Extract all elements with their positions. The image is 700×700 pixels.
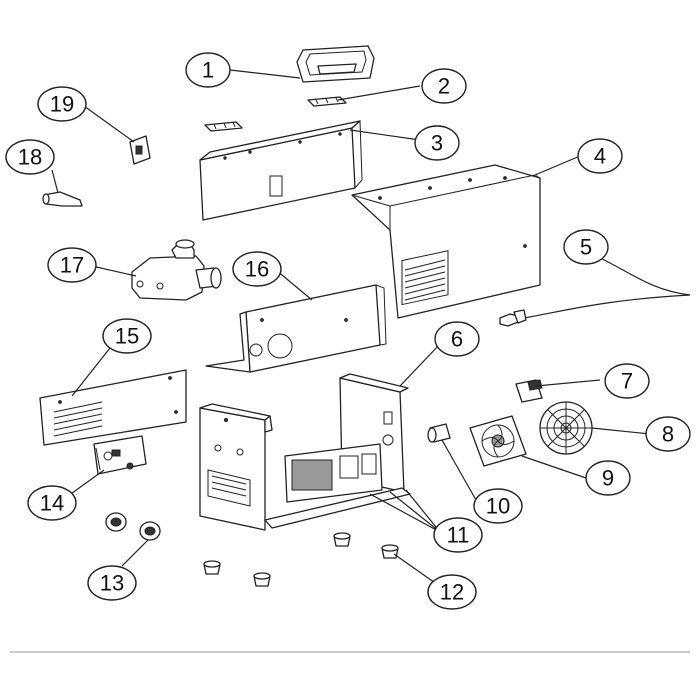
part-torch-connector [131, 239, 222, 301]
part-top-panel [199, 119, 363, 221]
part-handle [296, 45, 375, 83]
callout-17-label: 17 [60, 253, 84, 278]
callout-11: 11 [433, 517, 483, 553]
part-partition-panel [205, 284, 387, 373]
callout-1-label: 1 [202, 58, 214, 83]
callout-18-label: 18 [18, 145, 42, 170]
part-cable [499, 294, 691, 327]
part-rubber-feet [203, 532, 399, 587]
callout-15: 15 [102, 318, 152, 354]
callout-5: 5 [563, 229, 609, 265]
part-cooling-fan [469, 415, 527, 467]
callout-6: 6 [434, 321, 480, 357]
part-fan-guard [539, 401, 593, 455]
callout-17: 17 [47, 247, 97, 283]
callout-1: 1 [185, 52, 231, 88]
callout-8: 8 [645, 416, 691, 452]
callout-2: 2 [421, 68, 467, 104]
part-pcb-board [93, 435, 147, 475]
callout-6-label: 6 [451, 327, 463, 352]
callout-19-label: 19 [50, 92, 74, 117]
callout-12-label: 12 [440, 580, 464, 605]
callout-16: 16 [232, 251, 282, 287]
callout-10: 10 [473, 488, 523, 524]
chassis-front-grille [207, 469, 251, 507]
callout-3: 3 [414, 125, 460, 161]
callout-7: 7 [604, 363, 650, 399]
part-hinge-plate-2 [307, 96, 347, 107]
callout-13-label: 13 [100, 571, 124, 596]
part-gas-connector [427, 423, 451, 443]
callout-2-label: 2 [438, 74, 450, 99]
callout-14: 14 [27, 485, 77, 521]
callout-7-label: 7 [621, 369, 633, 394]
callout-5-label: 5 [580, 235, 592, 260]
callout-14-label: 14 [40, 491, 64, 516]
callout-9-label: 9 [602, 466, 614, 491]
side-cover-vents [401, 250, 449, 306]
part-side-cover [351, 164, 541, 319]
part-output-terminals [105, 512, 161, 541]
part-relay [515, 379, 543, 403]
part-switch [129, 135, 151, 165]
callout-19: 19 [37, 86, 87, 122]
callout-16-label: 16 [245, 257, 269, 282]
callout-10-label: 10 [486, 494, 510, 519]
callout-13: 13 [87, 565, 137, 601]
callout-3-label: 3 [431, 131, 443, 156]
callout-8-label: 8 [662, 422, 674, 447]
callout-4-label: 4 [594, 144, 606, 169]
callout-18: 18 [5, 139, 55, 175]
callout-11-label: 11 [447, 523, 470, 548]
leader-lines [51, 69, 691, 586]
part-hinge-plate-loose [204, 121, 243, 132]
callout-4: 4 [577, 138, 623, 174]
part-vent-panel [39, 369, 187, 446]
callout-9: 9 [585, 460, 631, 496]
part-connector-pin [42, 191, 83, 207]
part-main-chassis [199, 373, 411, 531]
callout-12: 12 [427, 574, 477, 610]
callout-15-label: 15 [115, 324, 139, 349]
